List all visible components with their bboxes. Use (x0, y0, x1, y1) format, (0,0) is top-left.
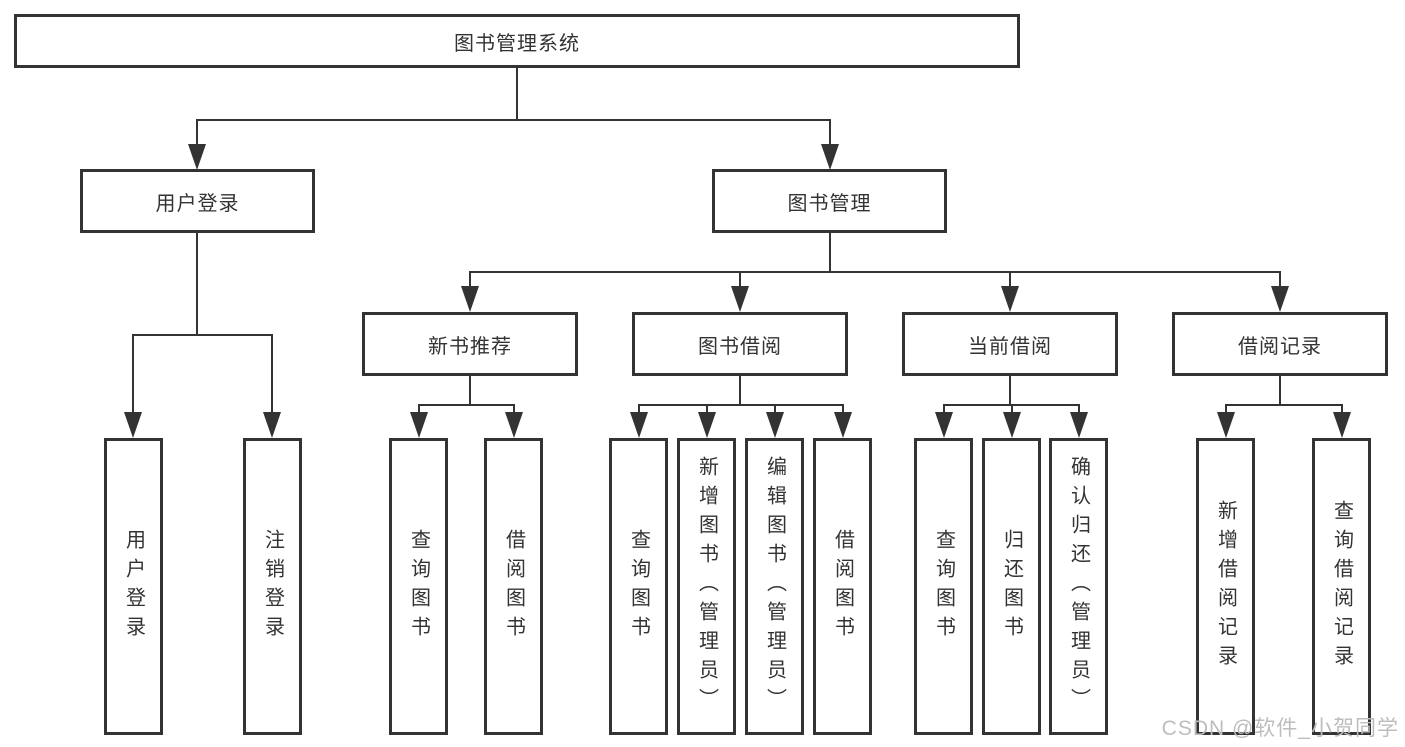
connector-book-borrow-bus (638, 404, 844, 406)
node-root-label: 图书管理系统 (454, 32, 580, 55)
connector-drop-book-management (829, 119, 831, 146)
arrowhead-book-borrow (731, 286, 749, 312)
connector-drop-edit-books (774, 404, 776, 414)
arrowhead-current-borrow (1001, 286, 1019, 312)
node-user-login: 用户登录 (80, 169, 315, 233)
arrowhead-add-books (698, 412, 716, 438)
leaf-current-query-books: 查询图书 (914, 438, 973, 735)
connector-borrow-records-bus (1225, 404, 1343, 406)
leaf-borrow-query-books-label: 查询图书 (627, 528, 650, 645)
leaf-borrow-query-books: 查询图书 (609, 438, 668, 735)
arrowhead-borrow-query (630, 412, 648, 438)
connector-drop-borrow-query (638, 404, 640, 414)
connector-drop-add-record (1225, 404, 1227, 414)
csdn-watermark: CSDN @软件_小贺同学 (1161, 717, 1399, 740)
leaf-confirm-return-admin: 确认归还（管理员） (1049, 438, 1108, 735)
connector-drop-leaf-user-login (132, 334, 134, 414)
connector-drop-return-books (1011, 404, 1013, 414)
connector-drop-user-login (196, 119, 198, 146)
arrowhead-newbook-query (410, 412, 428, 438)
leaf-newbook-query-books-label: 查询图书 (407, 528, 430, 645)
node-book-borrow-label: 图书借阅 (698, 335, 782, 358)
leaf-add-borrow-record-label: 新增借阅记录 (1214, 499, 1237, 674)
arrowhead-query-record (1333, 412, 1351, 438)
leaf-add-books-admin: 新增图书（管理员） (677, 438, 736, 735)
leaf-borrow-books: 借阅图书 (813, 438, 872, 735)
arrowhead-new-book-recommend (461, 286, 479, 312)
arrowhead-return-books (1003, 412, 1021, 438)
arrowhead-borrow-records (1271, 286, 1289, 312)
leaf-confirm-return-admin-label: 确认归还（管理员） (1067, 456, 1090, 717)
arrowhead-edit-books (766, 412, 784, 438)
connector-drop-leaf-logout (271, 334, 273, 414)
leaf-logout-label: 注销登录 (261, 528, 284, 645)
node-new-book-recommend-label: 新书推荐 (428, 335, 512, 358)
connector-drop-book-borrow (739, 271, 741, 288)
node-root-library-system: 图书管理系统 (14, 14, 1020, 68)
arrowhead-borrow-books (834, 412, 852, 438)
connector-drop-current-query (943, 404, 945, 414)
node-user-login-label: 用户登录 (155, 192, 240, 215)
leaf-add-borrow-record: 新增借阅记录 (1196, 438, 1255, 735)
node-book-management-label: 图书管理 (787, 192, 872, 215)
node-borrow-records: 借阅记录 (1172, 312, 1388, 376)
leaf-user-login-label: 用户登录 (122, 528, 145, 645)
leaf-query-borrow-record-label: 查询借阅记录 (1330, 499, 1353, 674)
connector-drop-query-record (1341, 404, 1343, 414)
connector-drop-current-borrow (1009, 271, 1011, 288)
connector-drop-borrow-records (1279, 271, 1281, 288)
connector-new-book-recommend-bus (418, 404, 515, 406)
arrowhead-user-login (188, 144, 206, 170)
leaf-edit-books-admin: 编辑图书（管理员） (745, 438, 804, 735)
connector-drop-borrow-books (842, 404, 844, 414)
connector-book-management-stem (829, 232, 831, 273)
leaf-logout: 注销登录 (243, 438, 302, 735)
leaf-newbook-borrow-books-label: 借阅图书 (502, 528, 525, 645)
connector-drop-newbook-borrow (513, 404, 515, 414)
leaf-newbook-borrow-books: 借阅图书 (484, 438, 543, 735)
leaf-user-login: 用户登录 (104, 438, 163, 735)
leaf-current-query-books-label: 查询图书 (932, 528, 955, 645)
connector-drop-confirm-return (1078, 404, 1080, 414)
arrowhead-current-query (935, 412, 953, 438)
connector-new-book-recommend-stem (469, 375, 471, 406)
node-current-borrow-label: 当前借阅 (968, 335, 1052, 358)
connector-user-login-stem (196, 232, 198, 336)
leaf-query-borrow-record: 查询借阅记录 (1312, 438, 1371, 735)
connector-root-bus (196, 119, 831, 121)
arrowhead-book-management (821, 144, 839, 170)
connector-borrow-records-stem (1279, 375, 1281, 406)
connector-user-login-bus (133, 334, 273, 336)
leaf-edit-books-admin-label: 编辑图书（管理员） (763, 456, 786, 717)
connector-book-borrow-stem (739, 375, 741, 406)
arrowhead-confirm-return (1070, 412, 1088, 438)
node-borrow-records-label: 借阅记录 (1238, 335, 1322, 358)
connector-book-management-bus (469, 271, 1281, 273)
leaf-borrow-books-label: 借阅图书 (831, 528, 854, 645)
connector-drop-new-book-recommend (469, 271, 471, 288)
leaf-newbook-query-books: 查询图书 (389, 438, 448, 735)
leaf-return-books-label: 归还图书 (1000, 528, 1023, 645)
connector-drop-add-books (706, 404, 708, 414)
arrowhead-leaf-logout (263, 412, 281, 438)
connector-drop-newbook-query (418, 404, 420, 414)
arrowhead-newbook-borrow (505, 412, 523, 438)
node-book-borrow: 图书借阅 (632, 312, 848, 376)
connector-root-stem (516, 67, 518, 121)
arrowhead-leaf-user-login (124, 412, 142, 438)
node-new-book-recommend: 新书推荐 (362, 312, 578, 376)
leaf-return-books: 归还图书 (982, 438, 1041, 735)
node-current-borrow: 当前借阅 (902, 312, 1118, 376)
connector-current-borrow-stem (1009, 375, 1011, 406)
leaf-add-books-admin-label: 新增图书（管理员） (695, 456, 718, 717)
node-book-management: 图书管理 (712, 169, 947, 233)
arrowhead-add-record (1217, 412, 1235, 438)
